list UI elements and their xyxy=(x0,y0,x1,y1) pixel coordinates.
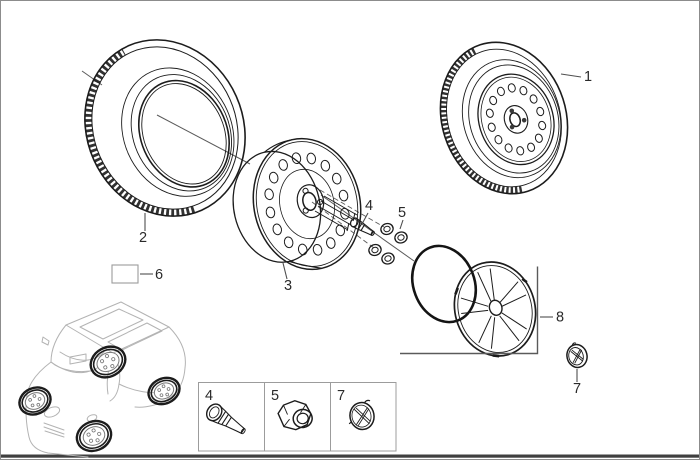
callout-1: 1 xyxy=(584,69,592,85)
legend-label-5: 5 xyxy=(271,388,279,404)
label-plate-part-drawing xyxy=(111,264,139,284)
callout-3: 3 xyxy=(284,278,292,294)
callout-8: 8 xyxy=(556,310,564,326)
leader-1 xyxy=(560,73,582,78)
tire-part-drawing xyxy=(84,39,246,217)
callout-2: 2 xyxy=(139,230,147,246)
legend-label-7: 7 xyxy=(337,388,345,404)
hub-studs xyxy=(314,195,358,232)
callout-5: 5 xyxy=(398,205,406,221)
callouts: 1 2 3 4 5 6 7 8 xyxy=(139,69,592,397)
legend: 4 5 7 xyxy=(198,382,397,452)
leader-4 xyxy=(361,212,369,225)
complete-wheel-part-drawing xyxy=(439,41,569,195)
legend-box-cap xyxy=(330,382,397,452)
legend-label-4: 4 xyxy=(205,388,213,404)
center-cap-icon xyxy=(348,399,375,431)
tire-valve-icon xyxy=(205,403,246,435)
trim-ring-drawing xyxy=(410,244,478,324)
vehicle-wheels xyxy=(18,345,181,453)
wheel-nut-icon xyxy=(277,399,313,431)
wheel-nuts-part-drawing xyxy=(368,222,408,265)
center-cap-part-drawing xyxy=(566,342,588,369)
callout-7: 7 xyxy=(573,381,581,397)
leader-3 xyxy=(282,262,288,280)
part-8-bracket xyxy=(400,266,539,355)
leader-5 xyxy=(399,219,404,230)
bottom-divider-bar xyxy=(1,454,699,458)
callout-6: 6 xyxy=(155,267,163,283)
callout-4: 4 xyxy=(365,198,373,214)
vehicle-icon xyxy=(18,301,186,458)
steel-rim-part-drawing xyxy=(232,137,362,271)
wheel-cover-part-drawing xyxy=(453,261,537,358)
